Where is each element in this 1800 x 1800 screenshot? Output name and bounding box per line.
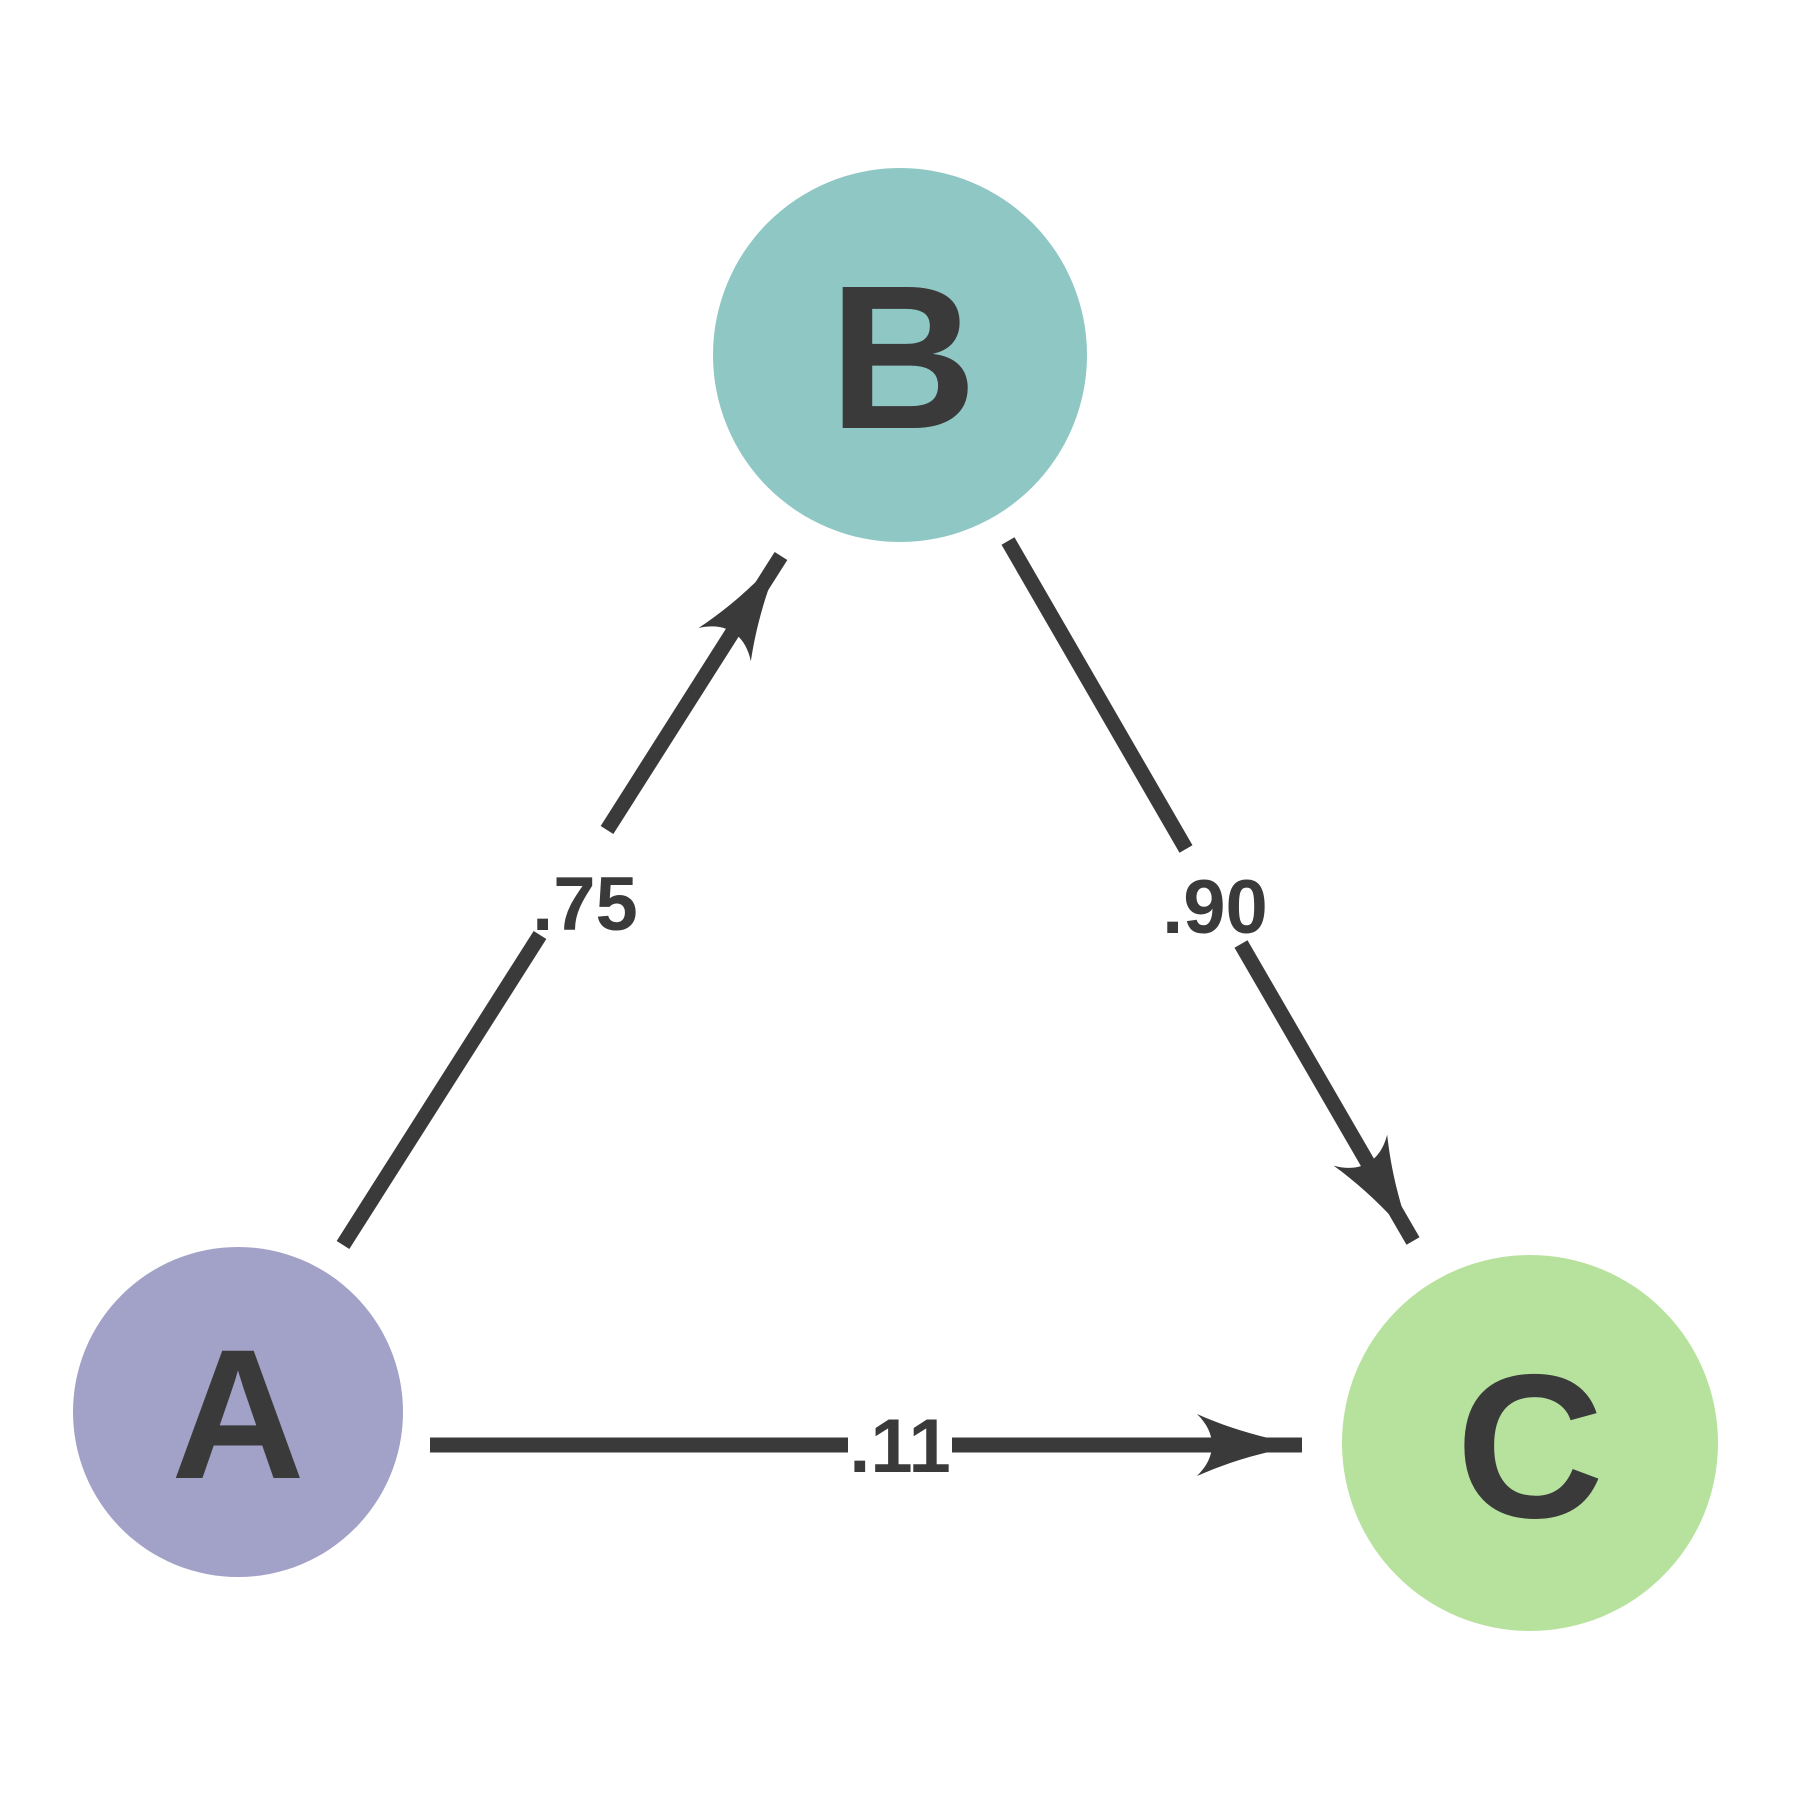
node-a-circle [73, 1247, 403, 1577]
node-b: B [713, 168, 1087, 542]
edge-a-b-segment-1 [336, 930, 547, 1250]
edge-a-c-weight: .11 [849, 1404, 950, 1489]
node-a: A [73, 1247, 403, 1577]
edge-b-c-segment-1 [1001, 537, 1193, 853]
edge-a-b: .75 [336, 551, 788, 1250]
edge-a-b-weight: .75 [532, 862, 638, 947]
node-c-label: C [1456, 1332, 1604, 1561]
edge-b-c-weight: .90 [1162, 865, 1268, 950]
node-c: C [1342, 1255, 1718, 1631]
edge-b-c: .90 [1001, 537, 1420, 1245]
node-b-circle [713, 168, 1087, 542]
edge-a-c: .11 [430, 1404, 1302, 1489]
edge-b-c-segment-2 [1234, 940, 1420, 1245]
node-a-label: A [171, 1312, 305, 1518]
edge-a-b-segment-2 [600, 551, 788, 835]
node-c-circle [1342, 1255, 1718, 1631]
node-b-label: B [829, 243, 977, 472]
